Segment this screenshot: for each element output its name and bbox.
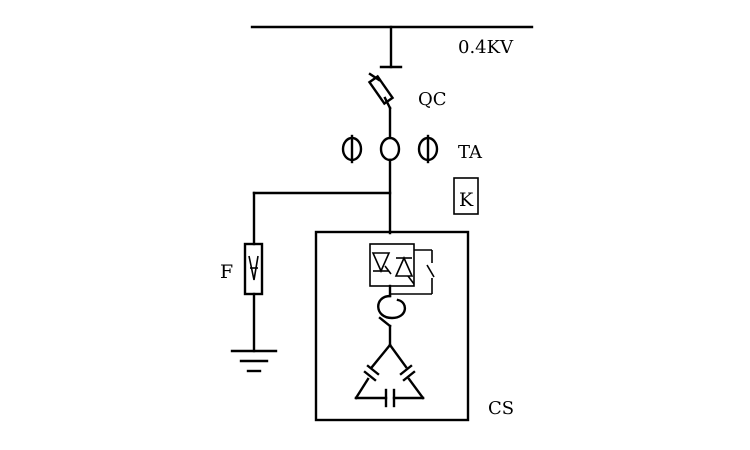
compensation-unit-label: CS xyxy=(488,398,514,419)
ground-icon xyxy=(230,292,278,373)
surge-arrester-label: F xyxy=(220,261,233,283)
controller-k-label: K xyxy=(459,189,474,211)
controller-k-box xyxy=(453,177,479,215)
thyristor-switch-symbol xyxy=(369,243,435,298)
compensation-cabinet-cs xyxy=(314,230,470,422)
capacitor-bank-symbol xyxy=(354,343,425,408)
surge-arrester-f xyxy=(243,242,264,296)
breaker-qc-symbol xyxy=(367,72,395,138)
current-transformer-ta xyxy=(341,134,439,164)
current-transformer-label: TA xyxy=(458,142,483,163)
arrester-branch xyxy=(252,191,392,246)
breaker-qc-label: QC xyxy=(418,89,447,110)
reactor-symbol xyxy=(377,294,406,347)
bus-tap xyxy=(379,25,403,69)
bus-voltage-label: 0.4KV xyxy=(458,37,514,58)
